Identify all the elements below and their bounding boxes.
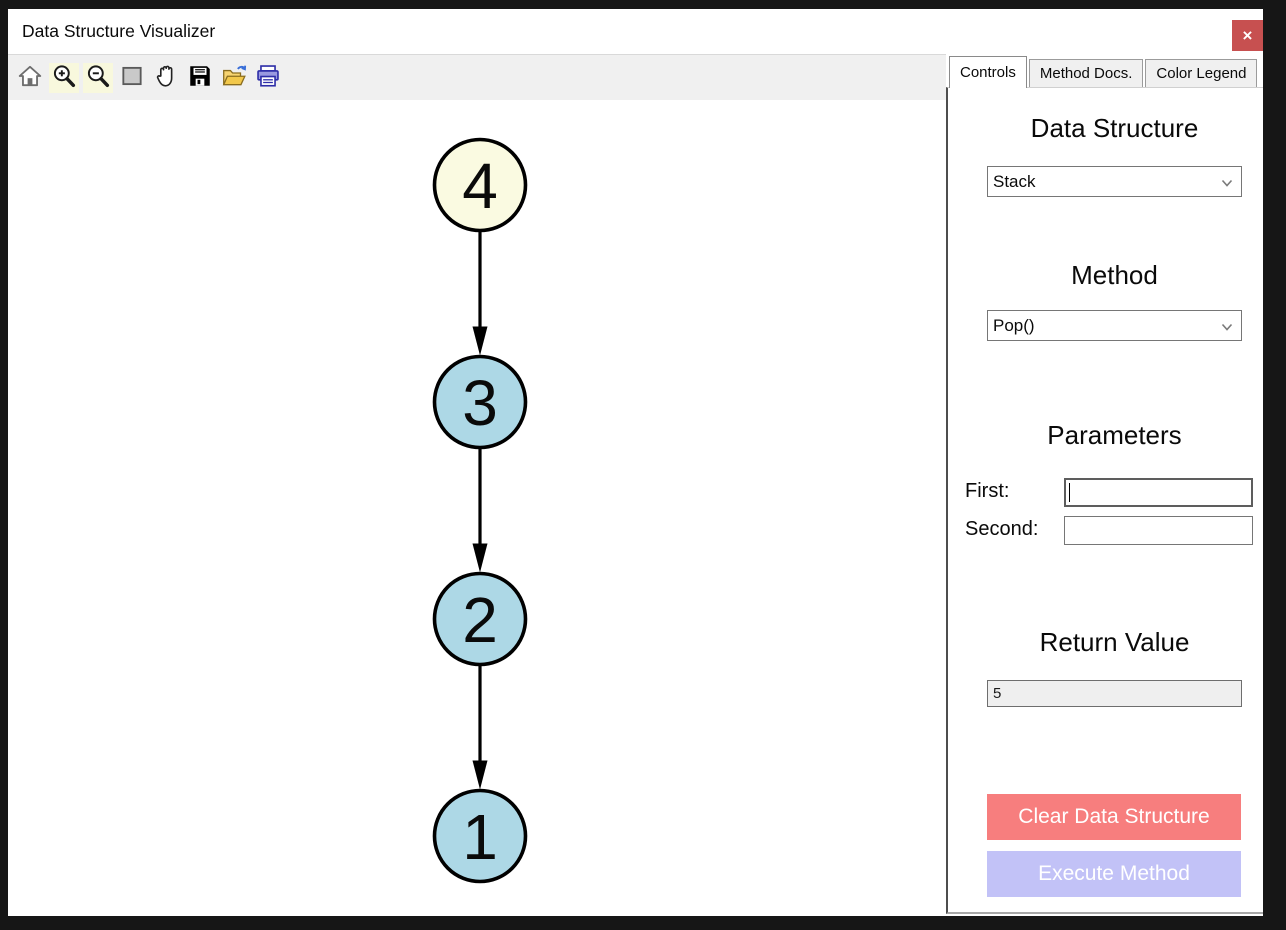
window-title: Data Structure Visualizer <box>22 21 216 41</box>
close-icon: × <box>1242 25 1253 45</box>
data-structure-select[interactable]: Stack <box>987 166 1242 197</box>
parameters-heading: Parameters <box>1047 420 1182 450</box>
pan-hand-icon <box>153 63 179 92</box>
close-button[interactable]: × <box>1232 20 1263 51</box>
data-structure-selected-value: Stack <box>993 171 1036 191</box>
first-param-input[interactable] <box>1064 478 1253 507</box>
zoom-rect-button[interactable] <box>117 63 147 93</box>
print-button[interactable] <box>253 63 283 93</box>
stack-edge-arrowhead <box>472 760 488 790</box>
method-heading: Method <box>1071 260 1158 290</box>
return-value-heading: Return Value <box>1039 627 1190 657</box>
open-file-button[interactable] <box>219 63 249 93</box>
stack-node-value: 2 <box>462 584 498 656</box>
zoom-out-icon <box>85 63 111 92</box>
return-value-field: 5 <box>987 680 1242 707</box>
tab-color-legend[interactable]: Color Legend <box>1145 59 1258 87</box>
stack-node-circle <box>432 788 528 884</box>
text-caret <box>1069 483 1070 502</box>
print-icon <box>255 63 281 92</box>
tab-controls[interactable]: Controls <box>949 56 1027 88</box>
chevron-down-icon <box>1220 175 1234 195</box>
zoom-out-button[interactable] <box>83 62 113 93</box>
stack-visualization: 4 3 2 1 <box>432 137 528 884</box>
title-bar: Data Structure Visualizer × <box>8 9 1263 54</box>
data-structure-heading: Data Structure <box>1030 113 1199 143</box>
home-button[interactable] <box>15 63 45 93</box>
stack-node-value: 1 <box>462 801 498 873</box>
tab-method-docs[interactable]: Method Docs. <box>1028 59 1144 87</box>
toolbar <box>8 54 946 100</box>
stack-edge-arrowhead <box>472 326 488 356</box>
clear-data-structure-button[interactable]: Clear Data Structure <box>987 794 1241 840</box>
controls-panel: Data Structure Stack Method Pop() Parame… <box>946 87 1263 914</box>
second-param-input[interactable] <box>1064 516 1253 545</box>
execute-method-button[interactable]: Execute Method <box>987 851 1241 897</box>
open-file-icon <box>221 63 247 92</box>
method-selected-value: Pop() <box>993 315 1035 335</box>
app-window: Data Structure Visualizer × <box>8 9 1263 916</box>
chevron-down-icon <box>1220 319 1234 339</box>
stack-edge-arrowhead <box>472 543 488 573</box>
zoom-in-button[interactable] <box>49 62 79 93</box>
pan-button[interactable] <box>151 63 181 93</box>
zoom-rect-icon <box>119 63 145 92</box>
method-select[interactable]: Pop() <box>987 310 1242 341</box>
save-icon <box>187 63 213 92</box>
stack-node-value: 3 <box>462 367 498 439</box>
panel-tabstrip: Controls Method Docs. Color Legend <box>949 56 1259 88</box>
save-button[interactable] <box>185 63 215 93</box>
first-param-label: First: <box>965 480 1010 502</box>
visualization-canvas[interactable]: 4 3 2 1 <box>8 100 946 916</box>
second-param-label: Second: <box>965 518 1039 540</box>
stack-node-value: 4 <box>462 150 498 222</box>
zoom-in-icon <box>51 63 77 92</box>
home-icon <box>17 63 43 92</box>
